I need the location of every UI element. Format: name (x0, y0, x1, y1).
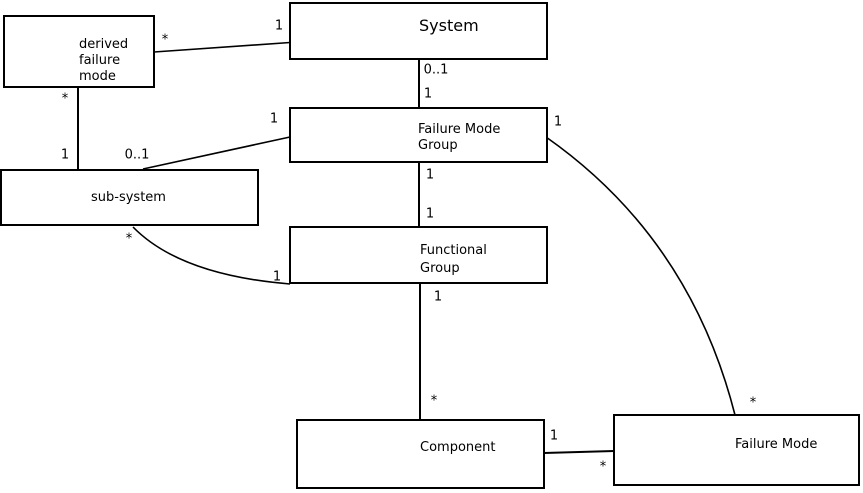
class-name-failure-mode: Failure Mode (735, 437, 818, 452)
class-box-failure-mode-group: Failure Mode Group (289, 107, 548, 163)
multiplicity-label: 1 (272, 269, 282, 285)
multiplicity-label: * (125, 231, 133, 247)
multiplicity-label: 1 (60, 147, 70, 163)
class-box-component: Component (296, 419, 545, 489)
connector-fmg-fm (545, 136, 736, 416)
class-name-sub-system: sub-system (91, 190, 166, 205)
class-box-derived-failure-mode: derived failure mode (3, 15, 155, 88)
multiplicity-label: * (749, 395, 757, 411)
connector-system-derived (153, 41, 291, 53)
class-name-failure-mode-group: Failure Mode Group (418, 122, 501, 153)
multiplicity-label: 0..1 (423, 62, 449, 78)
multiplicity-label: * (430, 393, 438, 409)
class-name-system: System (419, 16, 479, 35)
multiplicity-label: * (61, 91, 69, 107)
connector-component-fm (543, 450, 615, 454)
class-name-derived-failure-mode: derived failure mode (79, 37, 129, 84)
multiplicity-label: 1 (425, 167, 435, 183)
multiplicity-label: 1 (553, 114, 563, 130)
multiplicity-label: 1 (549, 428, 559, 444)
multiplicity-label: * (599, 459, 607, 475)
class-box-sub-system: sub-system (0, 169, 259, 226)
connector-subsystem-fg (132, 226, 291, 285)
multiplicity-label: 1 (423, 86, 433, 102)
class-box-failure-mode: Failure Mode (613, 414, 860, 486)
class-name-component: Component (420, 440, 496, 455)
class-box-system: System (289, 2, 548, 60)
multiplicity-label: 0..1 (124, 147, 150, 163)
class-name-functional-group: Functional Group (420, 243, 487, 276)
multiplicity-label: * (161, 32, 169, 48)
multiplicity-label: 1 (433, 289, 443, 305)
multiplicity-label: 1 (274, 18, 284, 34)
multiplicity-label: 1 (425, 206, 435, 222)
multiplicity-label: 1 (269, 111, 279, 127)
connector-fmg-subsystem (142, 136, 291, 170)
class-box-functional-group: Functional Group (289, 226, 548, 284)
